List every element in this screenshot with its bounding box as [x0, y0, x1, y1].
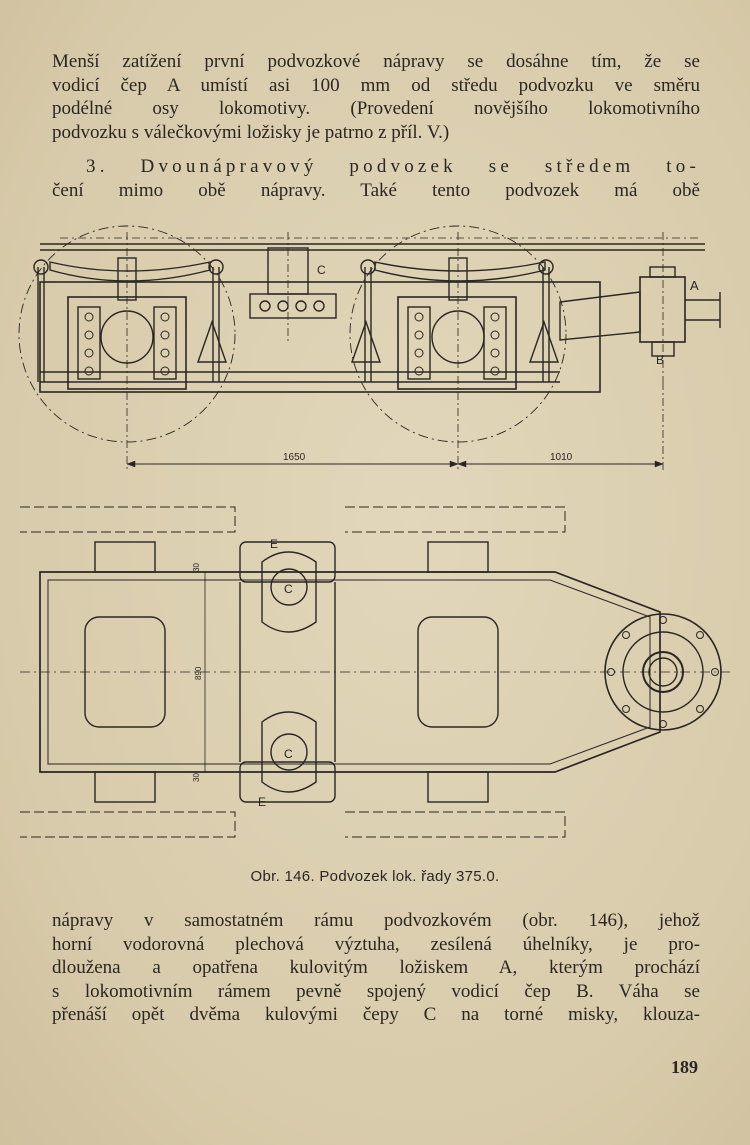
- label-e-bottom: E: [258, 795, 266, 809]
- text-line: přenáší opět dvěma kulovými čepy C na to…: [52, 1004, 700, 1026]
- dimension-small-bottom: 30: [192, 773, 201, 782]
- dimension-offset: 1010: [550, 452, 573, 463]
- label-c-top: C: [317, 263, 326, 277]
- text-line: podélné osy lokomotivy. (Provedení nověj…: [52, 98, 700, 120]
- text-line: horní vodorovná plechová výztuha, zesíle…: [52, 933, 700, 955]
- dimension-small-top: 30: [192, 563, 201, 572]
- text-line: čení mimo obě nápravy. Také tento podvoz…: [52, 179, 700, 201]
- figure-caption: Obr. 146. Podvozek lok. řady 375.0.: [250, 868, 500, 885]
- dimension-width: 890: [194, 666, 203, 680]
- text-line: podvozku s válečkovými ložisky je patrno…: [52, 121, 450, 143]
- dimension-wheelbase: 1650: [283, 452, 306, 463]
- text-line: s lokomotivním rámem pevně spojený vodic…: [52, 980, 700, 1002]
- label-c-plan-top: C: [284, 582, 293, 596]
- text-line: Menší zatížení první podvozkové nápravy …: [52, 51, 700, 72]
- section-heading-line: 3. Dvounápravový podvozek se středem to-: [86, 156, 700, 177]
- paragraph-3: nápravy v samostatném rámu podvozkovém (…: [52, 909, 700, 1027]
- bogie-technical-drawing: C A B 1650 1010 E C C E 890 30 30: [18, 225, 730, 838]
- label-b: B: [656, 353, 664, 367]
- text-line: vodicí čep A umístí asi 100 mm od středu…: [52, 74, 700, 96]
- label-e-top: E: [270, 537, 278, 551]
- label-a: A: [690, 278, 699, 293]
- paragraph-2: 3. Dvounápravový podvozek se středem to-…: [52, 155, 700, 202]
- paragraph-1: Menší zatížení první podvozkové nápravy …: [52, 50, 700, 144]
- page-number: 189: [671, 1057, 698, 1077]
- text-line: dloužena a opatřena kulovitým ložiskem A…: [52, 957, 700, 979]
- text-line: nápravy v samostatném rámu podvozkovém (…: [52, 910, 700, 931]
- label-c-plan-bottom: C: [284, 747, 293, 761]
